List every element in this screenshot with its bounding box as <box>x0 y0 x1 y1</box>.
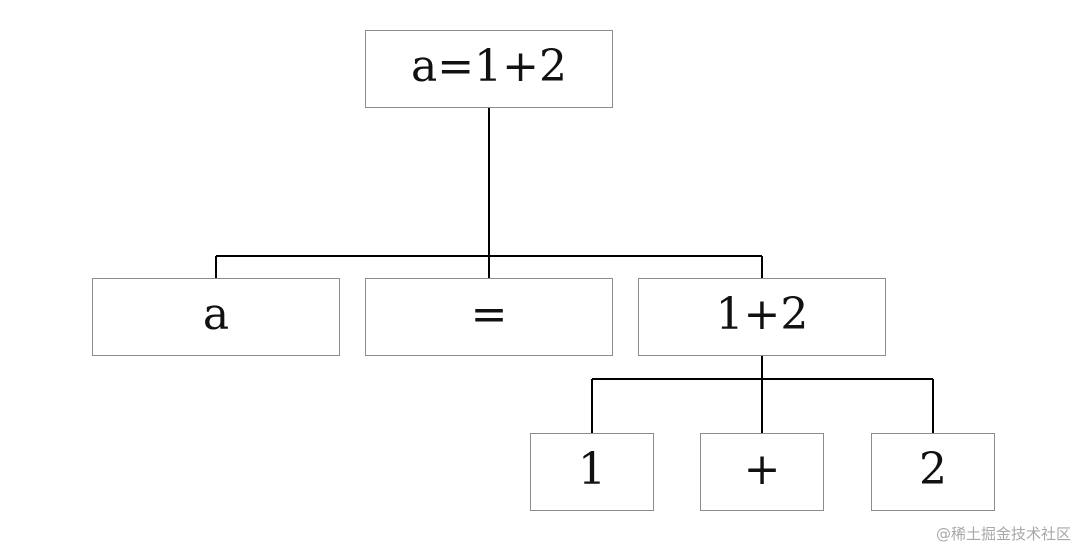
level3-node-plus-label: + <box>743 444 781 495</box>
level3-node-1-label: 1 <box>578 444 606 495</box>
level2-node-a-label: a <box>202 289 230 340</box>
level2-node-sum-label: 1+2 <box>715 289 809 340</box>
level3-node-plus: + <box>700 433 824 511</box>
level2-node-equals: = <box>365 278 613 356</box>
level2-node-equals-label: = <box>470 289 508 340</box>
level2-node-sum: 1+2 <box>638 278 886 356</box>
level3-node-2-label: 2 <box>919 444 947 495</box>
level3-node-2: 2 <box>871 433 995 511</box>
root-node-label: a=1+2 <box>411 41 567 92</box>
level3-node-1: 1 <box>530 433 654 511</box>
level2-node-a: a <box>92 278 340 356</box>
root-node: a=1+2 <box>365 30 613 108</box>
site-watermark: @稀土掘金技术社区 <box>935 525 1071 543</box>
